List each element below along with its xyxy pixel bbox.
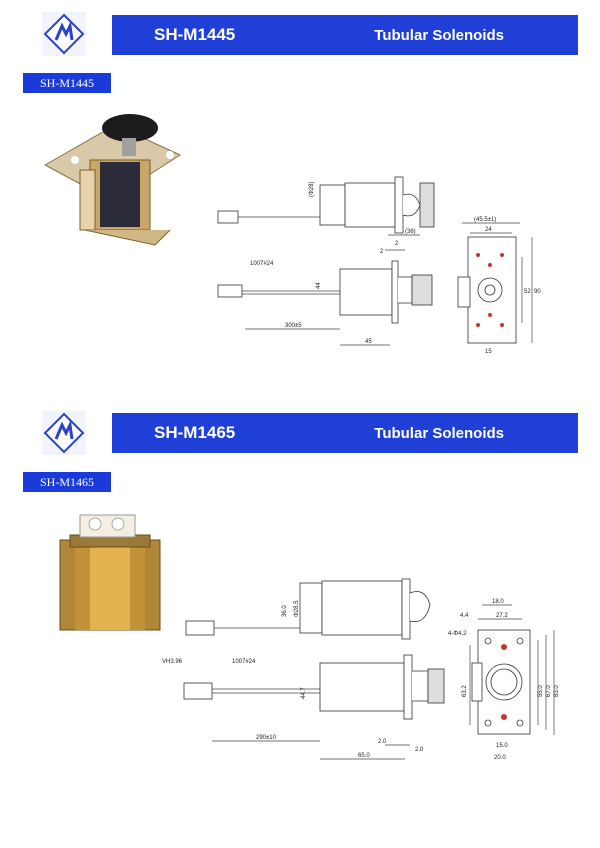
company-logo [42, 411, 86, 455]
dim-thickness-a: 2.0 [378, 739, 387, 745]
dim-lead: 300±5 [285, 323, 302, 329]
dim-length-36: (36) [405, 229, 416, 235]
dim-two-a: 2 [395, 241, 399, 247]
dim-width-4-4: 4.4 [460, 613, 469, 619]
section-sh-m1465: SH-M1465 Tubular Solenoids SH-M1465 36.0… [0, 400, 600, 848]
technical-drawing: (Φ28) 1007#24 300±5 45 (36) 2 2 44 (45.5… [217, 176, 541, 355]
dim-thickness-b: 2.0 [415, 747, 424, 753]
product-photo [59, 514, 161, 631]
dim-height-44-7: 44.7 [301, 687, 307, 699]
dim-height-55: 55.0 [538, 685, 544, 697]
model-tag: SH-M1465 [23, 472, 111, 492]
dim-width-24: 24 [485, 227, 492, 233]
dim-diameter: (Φ28) [309, 182, 315, 197]
technical-drawing: 36.0 Φ28.5 VH3.96 1007#24 44.7 290±10 2.… [162, 578, 560, 761]
company-logo [42, 12, 86, 56]
dim-height-63-2: 63.2 [462, 685, 468, 697]
model-title: SH-M1445 [154, 25, 236, 44]
dim-width-45-5: (45.5±1) [474, 217, 496, 223]
dim-height-90: 90 [534, 289, 541, 295]
model-title: SH-M1465 [154, 423, 236, 442]
dim-width-20: 20.0 [494, 755, 506, 761]
header-bar: SH-M1465 Tubular Solenoids [112, 413, 578, 453]
dim-wire: 1007#24 [232, 659, 256, 665]
dim-two-b: 2 [380, 249, 384, 255]
dim-height-44: 44 [316, 282, 322, 289]
dim-diameter-28-5: Φ28.5 [294, 600, 300, 617]
header-bar: SH-M1445 Tubular Solenoids [112, 15, 578, 55]
dim-width-18: 18.0 [492, 599, 504, 605]
dim-length-65: 65.0 [358, 753, 370, 759]
dim-height-52: 52 [524, 289, 531, 295]
category-title: Tubular Solenoids [374, 424, 504, 442]
dim-length-45: 45 [365, 339, 372, 345]
dim-width-15: 15 [485, 349, 492, 355]
logo-icon [42, 12, 86, 56]
category-title: Tubular Solenoids [374, 26, 504, 44]
dim-lead: 290±10 [256, 735, 277, 741]
dim-wire: 1007#24 [250, 261, 274, 267]
product-photo [43, 114, 182, 246]
dim-holes: 4-Φ4.2 [448, 631, 467, 637]
logo-icon [42, 411, 86, 455]
dim-width-15: 15.0 [496, 743, 508, 749]
section-sh-m1445: SH-M1445 Tubular Solenoids SH-M1445 (Φ28… [0, 0, 600, 400]
dim-36: 36.0 [282, 605, 288, 617]
dim-width-27-2: 27.2 [496, 613, 508, 619]
dim-height-83: 83.0 [554, 685, 560, 697]
connector-label: VH3.96 [162, 659, 183, 665]
model-tag: SH-M1445 [23, 73, 111, 93]
dim-height-67: 67.0 [546, 685, 552, 697]
